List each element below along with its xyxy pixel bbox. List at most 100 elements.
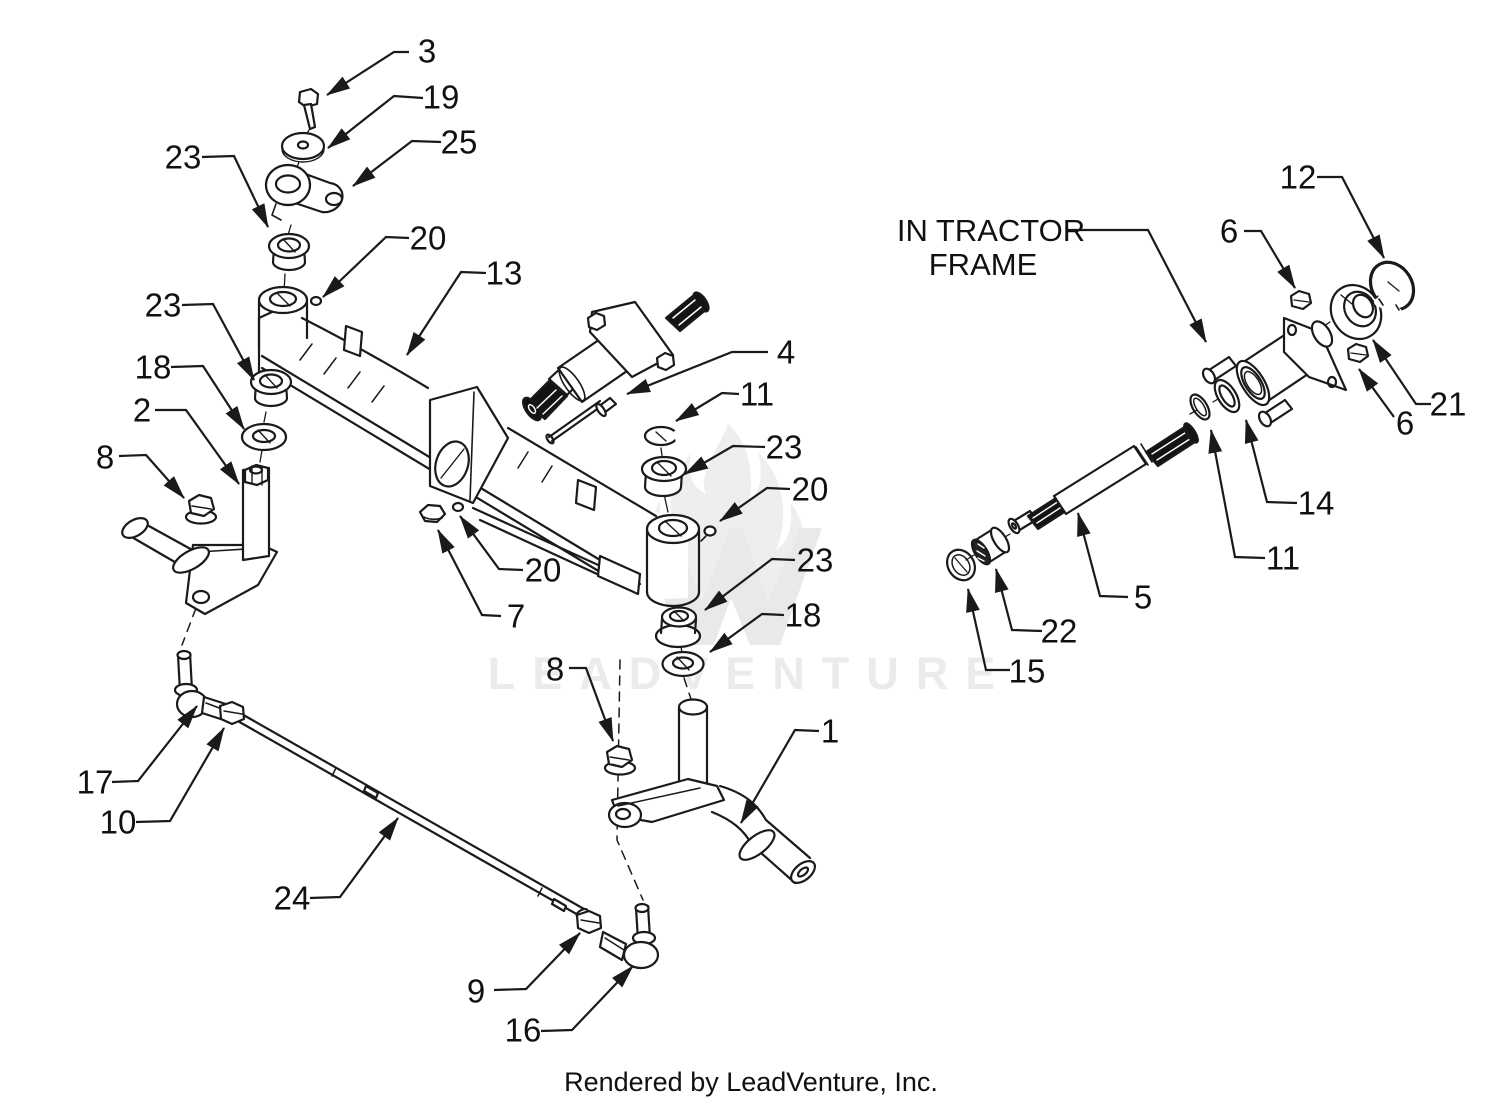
- callout-leader: [994, 568, 1043, 633]
- callout-number: 23: [797, 542, 834, 579]
- hex-bolt: [297, 87, 320, 131]
- callout-leader: [322, 235, 410, 298]
- callout-number: 24: [274, 880, 311, 917]
- callout-23-6: 23: [145, 287, 255, 381]
- callout-number: 18: [785, 597, 822, 634]
- spindle-right-1: [607, 698, 816, 885]
- callout-number: 18: [135, 349, 172, 386]
- thrust-washer-18-right: [661, 650, 705, 678]
- callout-leader: [709, 612, 785, 653]
- flange-nut-8-left: [184, 493, 218, 525]
- callout-leader: [569, 666, 615, 742]
- callout-6-26: 6: [1220, 213, 1296, 289]
- callout-number: 14: [1298, 485, 1335, 522]
- shaft-support-housing: [1201, 316, 1348, 428]
- callout-leader: [135, 727, 225, 824]
- snap-ring-11-axle: [643, 425, 681, 447]
- callout-number: 8: [546, 651, 564, 688]
- callout-5-31: 5: [1076, 512, 1152, 616]
- callout-leader: [111, 705, 198, 784]
- note-in-tractor-frame: IN TRACTOR FRAME: [897, 213, 1085, 282]
- callout-23-3: 23: [165, 139, 269, 228]
- pivot-rod-4: [545, 396, 618, 445]
- callout-number: 20: [792, 471, 829, 508]
- bushing-23-top: [267, 232, 311, 272]
- callout-25-2: 25: [352, 124, 477, 187]
- callout-18-15: 18: [709, 597, 822, 653]
- grease-fitting-20-right: [700, 525, 717, 542]
- callout-leader: [740, 728, 820, 824]
- callout-leader: [675, 391, 740, 422]
- callout-number: 15: [1009, 653, 1046, 690]
- callout-12-25: 12: [1280, 159, 1385, 259]
- tie-rod-end-16: [598, 902, 660, 970]
- callout-leader: [966, 588, 1010, 672]
- callout-20-13: 20: [719, 471, 829, 522]
- callout-leader: [155, 408, 240, 485]
- flat-washer-19: [280, 131, 326, 163]
- callout-number: 11: [740, 376, 774, 413]
- callout-number: 21: [1430, 386, 1467, 423]
- hex-nut-6-upper: [1289, 289, 1313, 311]
- retaining-ring-12: [1368, 260, 1416, 316]
- callout-number: 11: [1266, 540, 1300, 577]
- callout-1-19: 1: [740, 713, 839, 824]
- callout-leader: [540, 965, 634, 1033]
- steering-arm-25: [264, 163, 344, 221]
- callout-leader: [1317, 175, 1385, 259]
- callout-number: 9: [467, 973, 485, 1010]
- callout-number: 10: [100, 804, 137, 841]
- callout-18-7: 18: [135, 349, 245, 430]
- spindle-left-2: [121, 463, 279, 616]
- callout-6-28: 6: [1358, 368, 1414, 442]
- callout-9-23: 9: [467, 932, 581, 1010]
- callout-number: 4: [777, 334, 795, 371]
- snap-ring-11-shaft: [1189, 393, 1211, 421]
- callout-15-33: 15: [966, 588, 1046, 690]
- callout-number: 2: [133, 392, 151, 429]
- callout-3-0: 3: [326, 33, 436, 96]
- callout-16-24: 16: [505, 965, 634, 1049]
- callout-13-5: 13: [406, 255, 522, 356]
- callout-number: 23: [766, 429, 803, 466]
- callout-leader: [1358, 368, 1395, 418]
- callout-8-18: 8: [546, 651, 615, 742]
- callout-number: 5: [1134, 579, 1152, 616]
- o-ring-15: [945, 548, 977, 582]
- note-line-1: IN TRACTOR: [897, 213, 1085, 248]
- callout-10-21: 10: [100, 727, 225, 841]
- callout-24-22: 24: [274, 817, 399, 917]
- callout-leader: [352, 139, 442, 187]
- callout-leader: [626, 350, 768, 396]
- callout-leader: [326, 50, 409, 96]
- callout-number: 12: [1280, 159, 1317, 196]
- callout-leader: [327, 94, 424, 149]
- callout-number: 16: [505, 1012, 542, 1049]
- steering-shaft-5: [1007, 422, 1200, 535]
- callout-number: 20: [525, 552, 562, 589]
- steering-gear-assembly: [521, 291, 710, 422]
- callout-leader: [118, 453, 185, 499]
- callout-21-27: 21: [1372, 339, 1467, 423]
- axle-beam: [257, 285, 701, 608]
- dashed-axis-lines: [181, 607, 693, 901]
- tie-rod-24: [234, 711, 589, 919]
- callout-leader: [459, 515, 524, 572]
- callout-11-30: 11: [1208, 429, 1300, 577]
- callout-4-10: 4: [626, 334, 795, 396]
- callout-22-32: 22: [994, 568, 1077, 650]
- callout-7-17: 7: [437, 529, 525, 635]
- callout-8-9: 8: [96, 439, 185, 499]
- footer-text: Rendered by LeadVenture, Inc.: [564, 1067, 938, 1097]
- callout-20-16: 20: [459, 515, 562, 589]
- grease-fitting-20-left: [309, 295, 323, 307]
- note-leader: [1066, 228, 1207, 343]
- needle-bearing-22: [970, 526, 1011, 566]
- callout-number: 7: [507, 598, 525, 635]
- washer-14: [1213, 378, 1241, 414]
- bushing-23-upper-right: [640, 455, 688, 498]
- jam-nut-10: [218, 700, 246, 726]
- callout-leader: [684, 444, 766, 475]
